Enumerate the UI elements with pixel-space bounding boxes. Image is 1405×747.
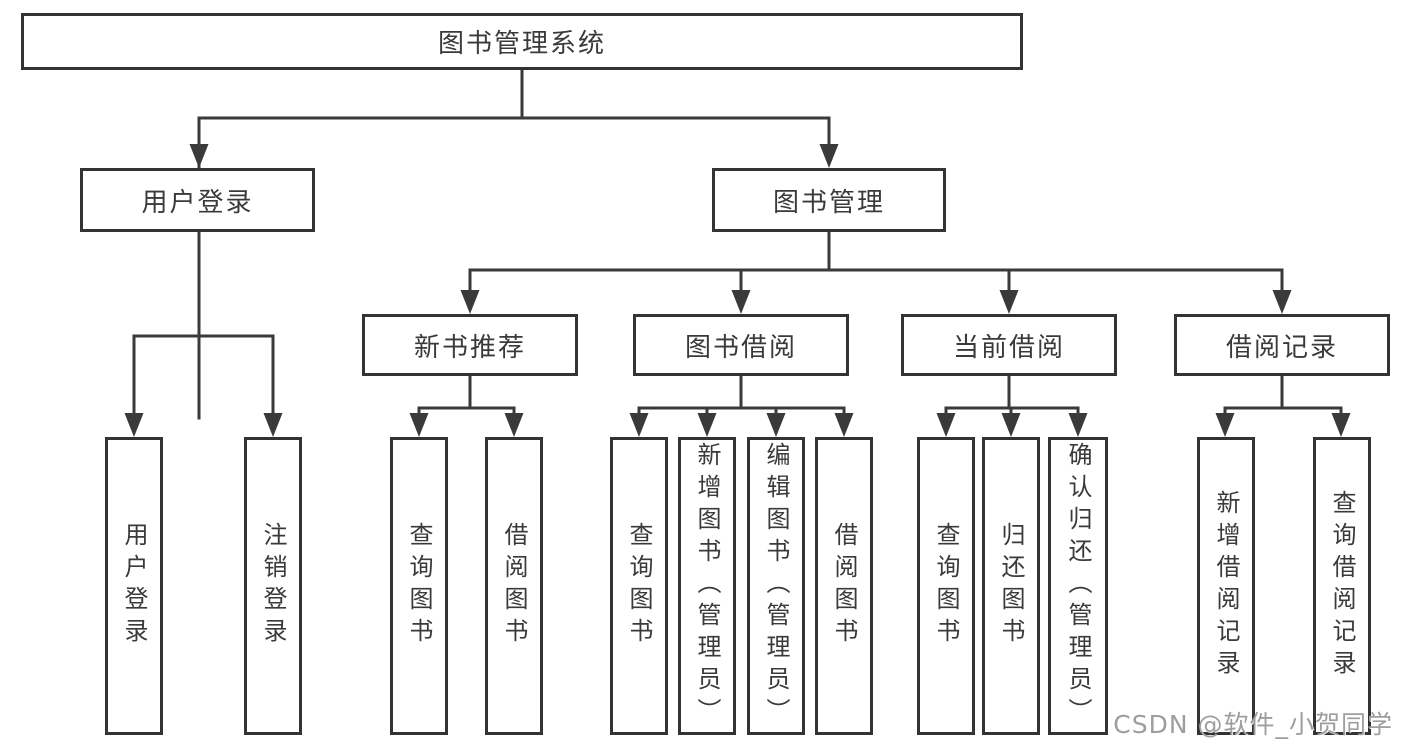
arrow-down-icon (1331, 413, 1351, 437)
node-label: 新增借阅记录 (1212, 490, 1240, 682)
leaf-add-borrow-record: 新增借阅记录 (1197, 437, 1255, 735)
node-label: 当前借阅 (952, 332, 1065, 363)
leaf-user-login: 用户登录 (105, 437, 163, 735)
node-label: 图书管理系统 (437, 29, 606, 59)
node-user-login: 用户登录 (80, 168, 315, 232)
arrow-down-icon (1215, 413, 1235, 437)
leaf-confirm-return-admin: 确认归还（管理员） (1048, 437, 1108, 735)
leaf-edit-books-admin: 编辑图书（管理员） (747, 437, 805, 735)
arrow-down-icon (999, 290, 1019, 314)
node-label: 用户登录 (141, 187, 254, 218)
connector-current-borrowing-branch (936, 374, 1088, 437)
node-label: 查询借阅记录 (1328, 490, 1356, 682)
arrow-down-icon (409, 413, 429, 437)
arrow-down-icon (1001, 413, 1021, 437)
arrow-down-icon (766, 413, 786, 437)
node-label: 用户登录 (120, 522, 148, 650)
node-new-book-recommendation: 新书推荐 (362, 314, 578, 376)
node-label: 确认归还（管理员） (1064, 442, 1092, 730)
arrow-down-icon (819, 144, 839, 168)
leaf-return-books: 归还图书 (982, 437, 1040, 735)
leaf-borrow-books-recommendation: 借阅图书 (485, 437, 543, 735)
arrow-down-icon (263, 413, 283, 437)
arrow-down-icon (1272, 290, 1292, 314)
node-label: 图书管理 (772, 187, 885, 218)
arrow-down-icon (697, 413, 717, 437)
node-label: 新增图书（管理员） (693, 442, 721, 730)
leaf-query-books-borrowing: 查询图书 (610, 437, 668, 735)
arrow-down-icon (460, 290, 480, 314)
leaf-logout-login: 注销登录 (244, 437, 302, 735)
connector-new-book-recommendation-branch (409, 374, 524, 437)
arrow-down-icon (189, 144, 209, 168)
leaf-query-books-recommendation: 查询图书 (390, 437, 448, 735)
connector-borrowing-records-branch (1215, 374, 1351, 437)
node-label: 注销登录 (259, 522, 287, 650)
node-label: 借阅图书 (500, 522, 528, 650)
leaf-query-books-current: 查询图书 (917, 437, 975, 735)
node-label: 借阅记录 (1225, 332, 1338, 363)
node-current-borrowing: 当前借阅 (901, 314, 1117, 376)
node-label: 借阅图书 (830, 522, 858, 650)
node-label: 查询图书 (932, 522, 960, 650)
node-book-management: 图书管理 (712, 168, 946, 232)
connector-user-login-branch (124, 230, 283, 437)
csdn-watermark: CSDN @软件_小贺同学 (1113, 710, 1393, 739)
leaf-query-borrow-record: 查询借阅记录 (1313, 437, 1371, 735)
node-label: 新书推荐 (413, 332, 526, 363)
node-library-management-system: 图书管理系统 (21, 13, 1023, 70)
arrow-down-icon (504, 413, 524, 437)
node-label: 查询图书 (405, 522, 433, 650)
arrow-down-icon (731, 290, 751, 314)
node-label: 查询图书 (625, 522, 653, 650)
arrow-down-icon (1068, 413, 1088, 437)
node-book-borrowing: 图书借阅 (633, 314, 849, 376)
node-label: 归还图书 (997, 522, 1025, 650)
connector-root-to-level2 (189, 68, 839, 420)
node-borrowing-records: 借阅记录 (1174, 314, 1390, 376)
leaf-add-books-admin: 新增图书（管理员） (678, 437, 736, 735)
arrow-down-icon (834, 413, 854, 437)
connector-book-management-branch (460, 230, 1292, 314)
leaf-borrow-books-borrowing: 借阅图书 (815, 437, 873, 735)
arrow-down-icon (936, 413, 956, 437)
connector-book-borrowing-branch (629, 374, 854, 437)
arrow-down-icon (629, 413, 649, 437)
node-label: 编辑图书（管理员） (762, 442, 790, 730)
arrow-down-icon (124, 413, 144, 437)
node-label: 图书借阅 (684, 332, 797, 363)
